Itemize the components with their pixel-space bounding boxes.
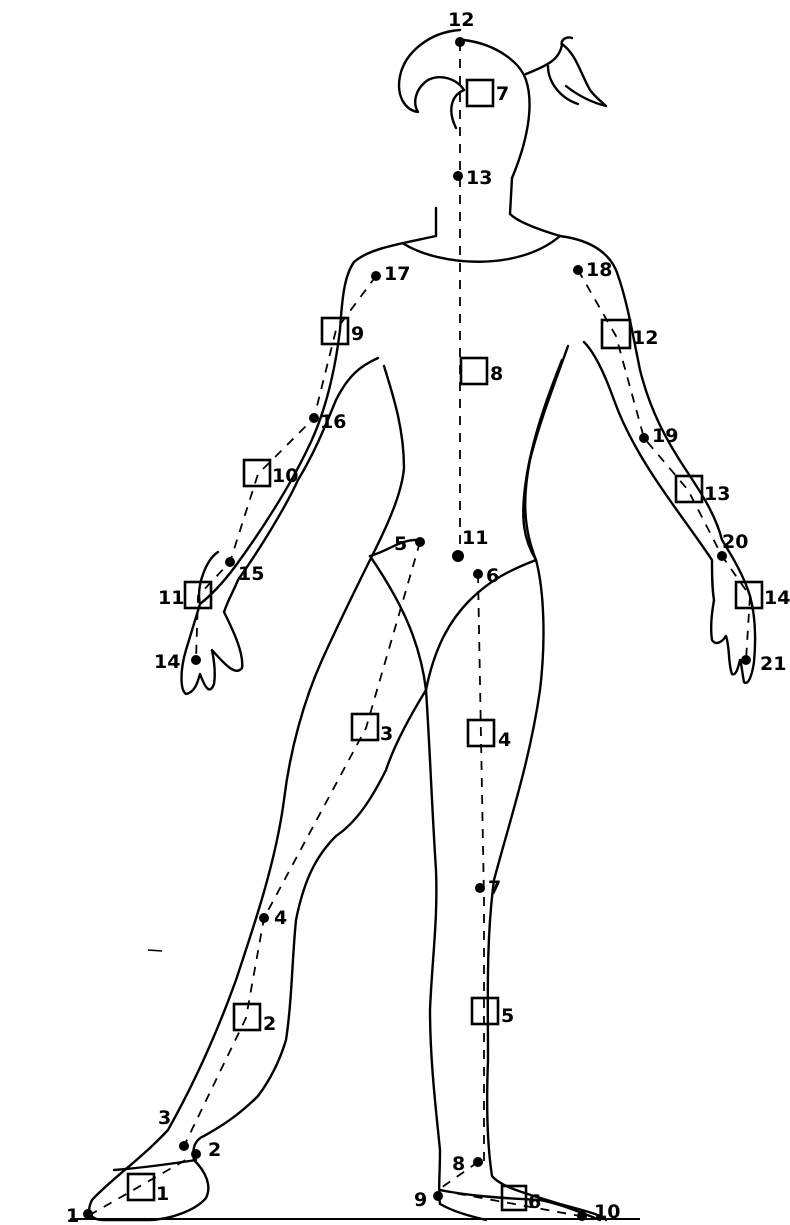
joint-label: 15 [238, 563, 264, 585]
joint-label: 21 [760, 653, 786, 675]
joint-dot [259, 913, 269, 923]
torso-right-inner [523, 360, 562, 560]
segment-box [467, 80, 493, 106]
left-arm-outline [182, 236, 437, 694]
joint-dot [433, 1191, 443, 1201]
segment-label: 9 [351, 323, 364, 345]
joint-markers: 1 2 3 4 5 6 7 8 9 10 11 12 13 14 15 16 1 [66, 9, 786, 1225]
standing-leg-line [438, 574, 580, 1216]
left-leg-inner [426, 690, 486, 1220]
stray-mark [148, 950, 162, 951]
joint-label: 1 [66, 1205, 79, 1225]
joint-dot [371, 271, 381, 281]
joint-label: 16 [320, 411, 346, 433]
segment-label: 3 [380, 723, 393, 745]
joint-label: 2 [208, 1139, 221, 1161]
figure-outline [89, 30, 755, 1220]
right-arm-outline [560, 236, 755, 683]
joint-dot [473, 1157, 483, 1167]
joint-label: 19 [652, 425, 678, 447]
joint-label: 14 [154, 651, 180, 673]
joint-label: 10 [594, 1201, 620, 1223]
right-leg-inner [193, 690, 426, 1160]
segment-label: 8 [490, 363, 503, 385]
segment-box [352, 714, 378, 740]
segment-box [128, 1174, 154, 1200]
extended-leg-line [88, 542, 420, 1216]
leotard-crotch [370, 540, 536, 690]
leotard-left-leg-line [370, 556, 426, 690]
joint-dot [191, 1149, 201, 1159]
right-arm-line [578, 270, 750, 660]
segment-label: 6 [528, 1191, 541, 1213]
neckline [404, 236, 560, 262]
joint-dot [475, 883, 485, 893]
segment-box [461, 358, 487, 384]
torso-right [487, 346, 606, 1220]
segment-box [602, 320, 630, 348]
joint-dot [191, 655, 201, 665]
joint-dot [741, 655, 751, 665]
segment-markers: 1 2 3 4 5 6 7 8 9 10 11 12 13 14 [128, 80, 790, 1213]
segment-label: 5 [501, 1005, 514, 1027]
joint-dot [179, 1141, 189, 1151]
segment-label: 10 [272, 465, 298, 487]
segment-label: 4 [498, 729, 511, 751]
joint-label: 17 [384, 263, 410, 285]
joint-dot [452, 550, 464, 562]
segment-label: 12 [632, 327, 658, 349]
joint-dot [573, 265, 583, 275]
joint-label: 18 [586, 259, 612, 281]
joint-label: 11 [462, 527, 488, 549]
joint-dot [415, 537, 425, 547]
joint-label: 6 [486, 565, 499, 587]
joint-dot [309, 413, 319, 423]
joint-dot [83, 1209, 93, 1219]
torso-left [89, 366, 404, 1220]
segment-label: 13 [704, 483, 730, 505]
joint-dot [453, 171, 463, 181]
joint-label: 5 [394, 533, 407, 555]
head-outline-right [464, 40, 530, 178]
joint-dot [473, 569, 483, 579]
joint-label: 9 [414, 1189, 427, 1211]
joint-label: 8 [452, 1153, 465, 1175]
joint-dot [225, 557, 235, 567]
head-outline [399, 30, 464, 128]
joint-dot [639, 433, 649, 443]
neck [436, 178, 560, 236]
segment-label: 14 [764, 587, 790, 609]
segment-lines [88, 42, 750, 1216]
joint-label: 13 [466, 167, 492, 189]
ponytail [526, 37, 606, 106]
segment-label: 2 [263, 1013, 276, 1035]
joint-label: 3 [158, 1107, 171, 1129]
segment-label: 7 [496, 83, 509, 105]
joint-label: 7 [488, 877, 501, 899]
joint-label: 20 [722, 531, 748, 553]
segment-box [472, 998, 498, 1024]
joint-dot [455, 37, 465, 47]
joint-dot [577, 1211, 587, 1221]
joint-label: 12 [448, 9, 474, 31]
segment-label: 11 [158, 587, 184, 609]
joint-label: 4 [274, 907, 287, 929]
segment-box [244, 460, 270, 486]
segment-label: 1 [156, 1183, 169, 1205]
